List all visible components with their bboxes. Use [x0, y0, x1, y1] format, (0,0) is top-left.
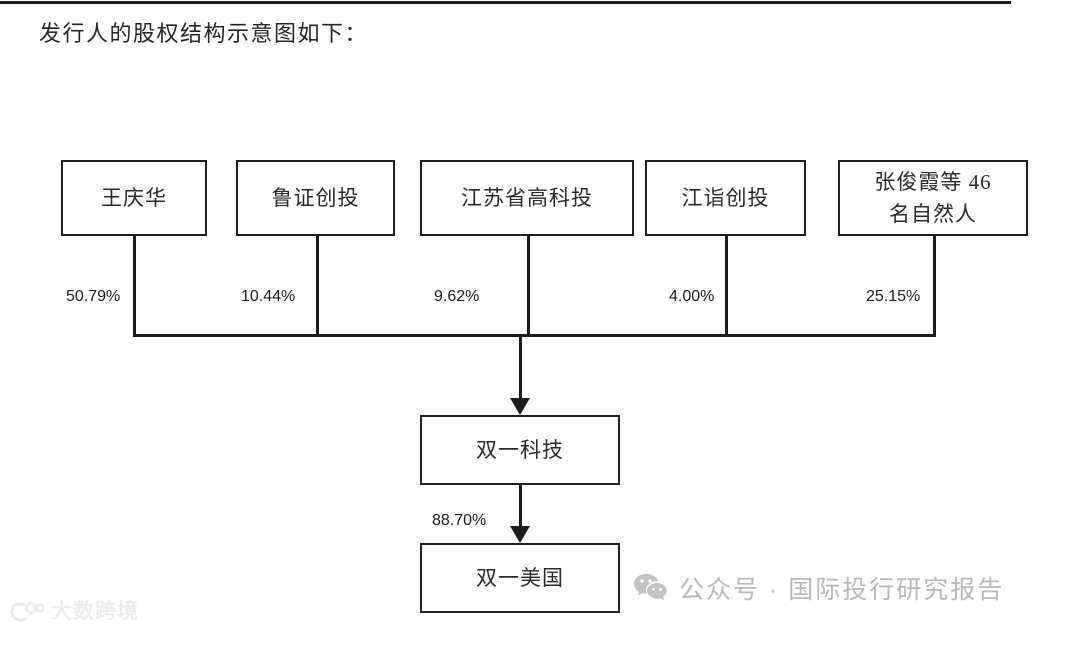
connector-drop-jiangyichuangtou [725, 236, 728, 337]
arrow-shaft-to-issuer [519, 334, 522, 407]
shareholder-label: 王庆华 [101, 186, 167, 210]
stake-label-jiangyichuangtou: 4.00% [669, 288, 715, 305]
top-horizontal-rule [0, 1, 1011, 4]
connector-drop-wangqinghua [133, 236, 136, 337]
watermark-right: 公众号 · 国际投行研究报告 [633, 572, 1004, 607]
arrowhead-to-issuer-icon [510, 398, 530, 415]
shareholder-box-jiangsushenggaokeitou[interactable]: 江苏省高科投 [420, 160, 634, 236]
shareholder-box-natural-persons[interactable]: 张俊霞等 46 名自然人 [838, 160, 1028, 236]
wechat-icon [633, 572, 667, 607]
watermark-left: 大数跨境 [10, 600, 139, 624]
connector-drop-luzhengchuangtou [316, 236, 319, 337]
connector-drop-jiangsushenggaokeitou [527, 236, 530, 337]
issuer-box[interactable]: 双一科技 [420, 415, 620, 485]
subsidiary-label: 双一美国 [476, 566, 564, 590]
shareholder-label-line2: 名自然人 [889, 202, 977, 226]
issuer-label: 双一科技 [476, 438, 564, 462]
arrowhead-to-subsidiary-icon [510, 526, 530, 543]
watermark-left-text: 大数跨境 [51, 600, 139, 623]
shareholder-label: 张俊霞等 46 名自然人 [874, 166, 991, 230]
connector-horizontal-bus [133, 334, 936, 337]
watermark-right-text: 公众号 · 国际投行研究报告 [679, 575, 1005, 604]
stake-label-subsidiary: 88.70% [432, 512, 487, 529]
dashu-logo-icon [10, 601, 45, 623]
shareholder-label: 江诣创投 [681, 186, 770, 210]
stake-label-luzhengchuangtou: 10.44% [241, 288, 296, 305]
connector-drop-natural-persons [933, 236, 936, 337]
arrow-shaft-to-subsidiary [519, 485, 522, 535]
subsidiary-box[interactable]: 双一美国 [420, 543, 620, 613]
stake-label-wangqinghua: 50.79% [66, 288, 121, 305]
shareholder-label: 江苏省高科投 [461, 186, 593, 210]
stake-label-jiangsushenggaokeitou: 9.62% [434, 288, 480, 305]
shareholder-box-luzhengchuangtou[interactable]: 鲁证创投 [236, 160, 395, 236]
page-title: 发行人的股权结构示意图如下： [39, 21, 369, 46]
shareholder-box-wangqinghua[interactable]: 王庆华 [61, 160, 207, 236]
shareholder-label: 鲁证创投 [271, 186, 360, 210]
stake-label-natural-persons: 25.15% [866, 288, 921, 305]
shareholder-box-jiangyichuangtou[interactable]: 江诣创投 [645, 160, 806, 236]
shareholder-label-line1: 张俊霞等 46 [874, 170, 992, 194]
